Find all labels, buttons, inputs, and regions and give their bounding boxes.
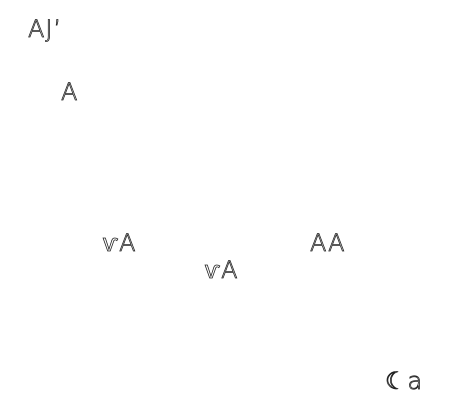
text-fragment-upper-left: A: [61, 78, 79, 106]
text-fragment-middle-right: AA: [310, 229, 346, 257]
text-fragment-bottom-right: ☾a: [385, 367, 424, 395]
text-fragment-middle-left: ѵA: [103, 229, 137, 257]
text-fragment-center: ѵA: [205, 256, 239, 284]
text-fragment-top-left: AJ’: [28, 15, 63, 43]
